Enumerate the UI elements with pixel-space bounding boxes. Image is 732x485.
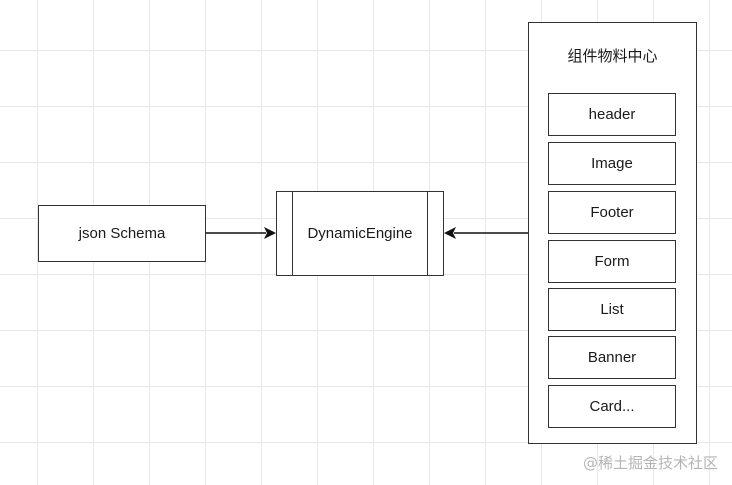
- component-item-label: Card...: [589, 398, 635, 415]
- json-schema-node[interactable]: json Schema: [38, 205, 206, 262]
- watermark: @稀土掘金技术社区: [582, 454, 718, 472]
- arrowhead-icon: [264, 227, 276, 239]
- component-item-label: header: [588, 106, 636, 123]
- component-item-label: Image: [591, 155, 633, 172]
- component-item[interactable]: Banner: [548, 336, 676, 379]
- edge-schema-to-engine[interactable]: [206, 227, 276, 239]
- dynamic-engine-label: DynamicEngine: [307, 225, 413, 242]
- component-center-title: 组件物料中心: [567, 48, 658, 65]
- component-item[interactable]: Image: [548, 142, 676, 185]
- arrowhead-icon: [444, 227, 456, 239]
- component-item[interactable]: header: [548, 93, 676, 136]
- component-item[interactable]: List: [548, 288, 676, 331]
- edge-center-to-engine[interactable]: [444, 227, 528, 239]
- process-right-bar: [427, 192, 428, 275]
- component-item[interactable]: Form: [548, 240, 676, 283]
- component-item-label: Footer: [590, 204, 634, 221]
- component-item-label: Form: [594, 253, 630, 270]
- dynamic-engine-node[interactable]: DynamicEngine: [276, 191, 444, 276]
- component-item-label: List: [600, 301, 624, 318]
- json-schema-label: json Schema: [78, 225, 166, 242]
- component-item-label: Banner: [587, 349, 637, 366]
- process-left-bar: [292, 192, 293, 275]
- component-item[interactable]: Footer: [548, 191, 676, 234]
- component-item[interactable]: Card...: [548, 385, 676, 428]
- component-center-container[interactable]: 组件物料中心 header Image Footer Form List Ban…: [528, 22, 697, 444]
